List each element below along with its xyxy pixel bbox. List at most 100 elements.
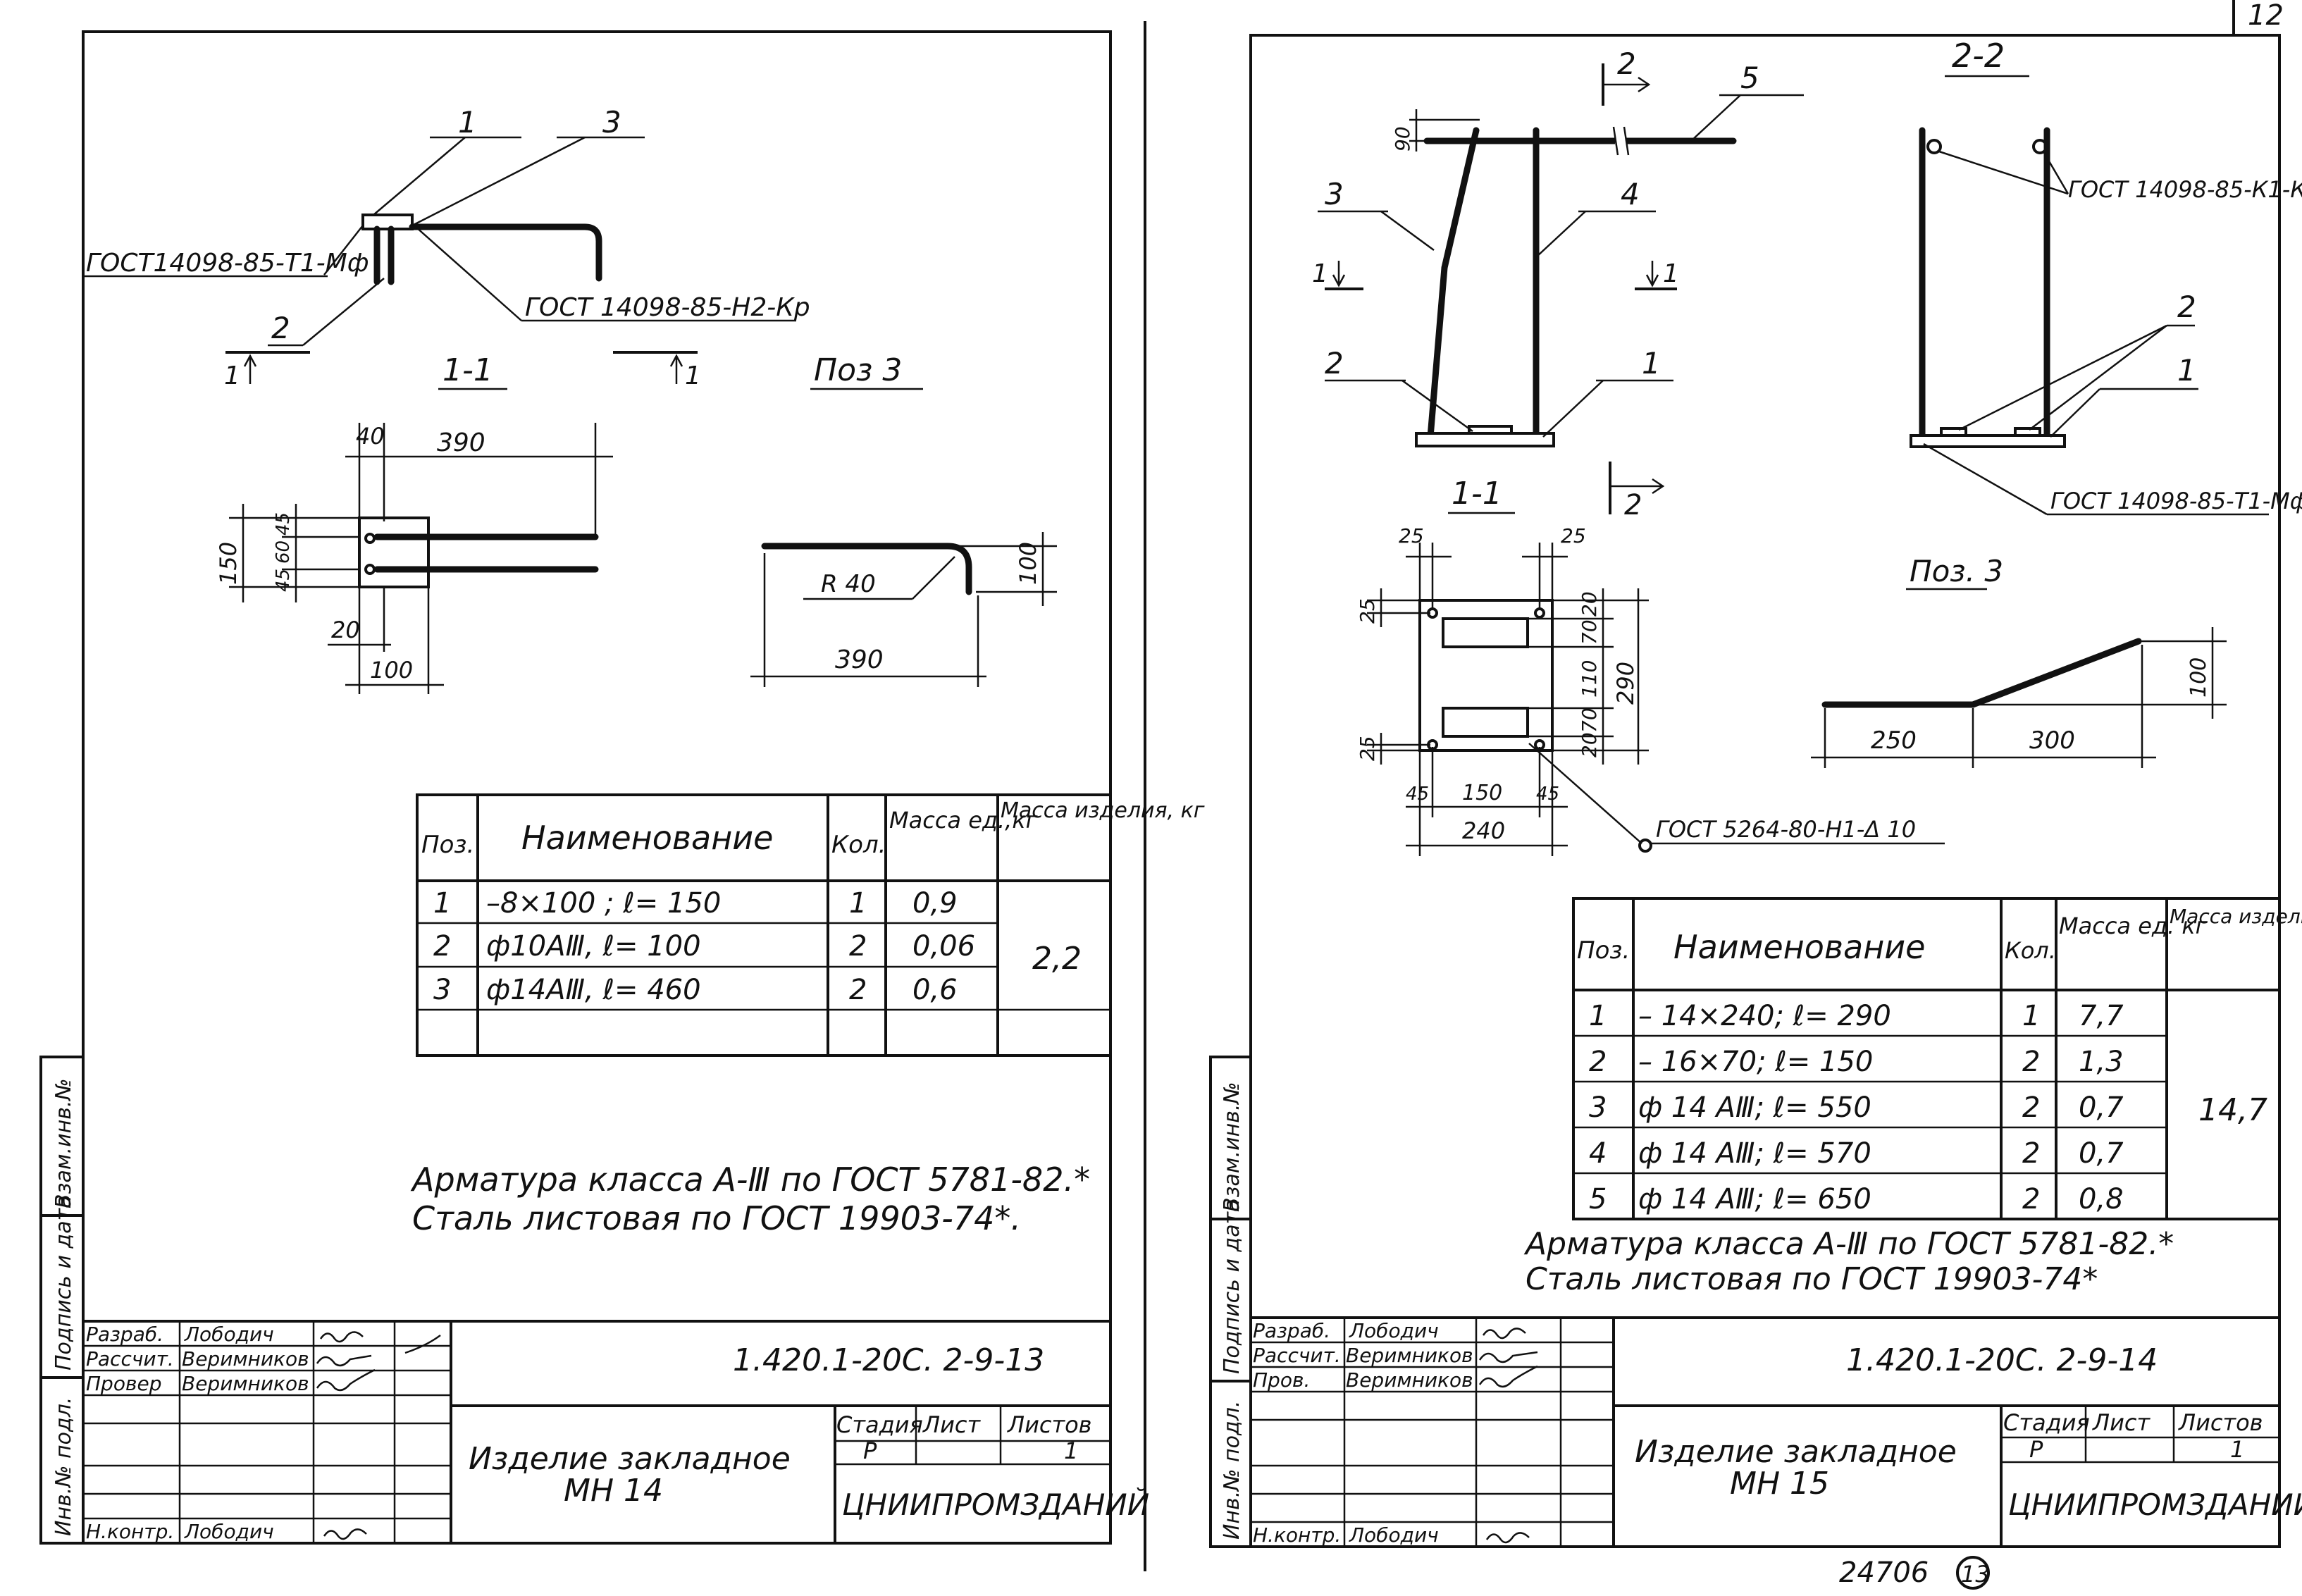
left-sheet: Инв.№ подл. Подпись и дата Взам.инв.№ 1 … [39, 30, 1205, 1545]
right-side-stamp [1209, 1056, 1252, 1548]
left-side-stamp [39, 1056, 85, 1545]
left-th-mass: Масса ед.,кг [889, 807, 1038, 834]
left-note-1: Арматура класса А-Ⅲ по ГОСТ 5781-82.* [410, 1161, 1090, 1199]
right-org: ЦНИИПРОМЗДАНИЙ [2008, 1487, 2302, 1522]
right-stamp-inv: Инв.№ подл. [1220, 1401, 1244, 1540]
right-stamp-replace: Взам.инв.№ [1220, 1082, 1244, 1212]
left-hdr-sheets: Листов [1007, 1411, 1092, 1438]
right-label-pos3: 3 [1325, 177, 1344, 211]
right-stamp-sign: Подпись и дата [1220, 1199, 1244, 1375]
left-name-0: Лободич [184, 1323, 274, 1346]
left-note-2: Сталь листовая по ГОСТ 19903-74*. [412, 1199, 1021, 1237]
left-hdr-sheet: Лист [922, 1411, 981, 1438]
right-label-pos4: 4 [1621, 177, 1640, 211]
table-row: 1 [433, 887, 451, 920]
right-pos3-dim-100: 100 [2186, 657, 2211, 698]
table-row: 0,06 [912, 930, 975, 963]
right-dim-290: 290 [1612, 662, 1639, 705]
left-table-rows: 1 –8×100 ; ℓ= 150 1 0,9 2 ф10АⅢ, ℓ= 100 … [433, 887, 975, 1006]
left-role-2: Провер [86, 1372, 161, 1395]
right-role-2: Пров. [1253, 1368, 1310, 1392]
right-section22-title: 2-2 [1952, 37, 2005, 75]
table-row: – 16×70; ℓ= 150 [1638, 1046, 1873, 1078]
table-row: 4 [1589, 1137, 1607, 1170]
table-row: 2 [2022, 1137, 2040, 1170]
table-row: 0,6 [912, 974, 958, 1006]
right-hdr-stage: Стадия [2003, 1409, 2090, 1436]
right-signatures [1478, 1328, 1538, 1544]
right-note-2: Сталь листовая по ГОСТ 19903-74* [1526, 1261, 2098, 1297]
left-role-6: Н.контр. [86, 1520, 174, 1543]
left-name-6: Лободич [184, 1520, 274, 1543]
table-row: 1 [849, 887, 867, 920]
right-cut1-right: 1 [1663, 259, 1679, 288]
left-stage: Р [863, 1437, 877, 1464]
table-row: 1,3 [2079, 1046, 2124, 1078]
right-gost-plan: ГОСТ 5264-80-Н1-Δ 10 [1656, 816, 1916, 843]
left-dim-40: 40 [356, 423, 385, 450]
left-name-1: Веримников [182, 1347, 309, 1371]
table-row: 7,7 [2079, 1000, 2124, 1032]
right-role-1: Рассчит. [1253, 1344, 1341, 1367]
right-dim-90: 90 [1391, 126, 1414, 151]
left-th-qty: Кол. [831, 831, 886, 859]
left-dim-390: 390 [437, 428, 485, 457]
right-doc-code: 1.420.1-20С. 2-9-14 [1846, 1342, 2158, 1378]
right-label-pos5: 5 [1740, 61, 1759, 95]
table-row: 0,7 [2079, 1091, 2124, 1124]
left-section-mark-l: 1 [224, 361, 240, 390]
right-dim-240: 240 [1462, 817, 1505, 844]
table-row: 2 [2022, 1046, 2040, 1078]
table-row: ф 14 АⅢ; ℓ= 650 [1638, 1183, 1871, 1215]
right-pos3-detail: Поз. 3 100 250 300 [1811, 554, 2227, 768]
right-role-0: Разраб. [1253, 1319, 1330, 1342]
left-plan-view: 40 390 150 45 60 45 20 100 [215, 423, 613, 694]
left-th-pos: Поз. [421, 831, 474, 859]
table-row: 3 [1589, 1091, 1607, 1124]
left-dim-45b: 45 [273, 569, 294, 592]
table-row: 2 [433, 930, 451, 963]
left-gost-right: ГОСТ 14098-85-Н2-Кр [525, 293, 810, 322]
left-view-title: 1-1 [443, 352, 493, 388]
left-stamp-inv: Инв.№ подл. [51, 1397, 76, 1536]
right-label-pos1: 1 [1642, 346, 1661, 381]
page-footer-circle-number: 13 [1961, 1561, 1990, 1588]
right-view-title: 1-1 [1452, 476, 1502, 512]
right-dim-25d: 25 [1356, 736, 1379, 761]
right-th-qty: Кол. [2005, 937, 2056, 964]
right-th-pos: Поз. [1577, 936, 1630, 965]
left-doc-code: 1.420.1-20С. 2-9-13 [733, 1342, 1044, 1378]
right-sheet: Инв.№ подл. Подпись и дата Взам.инв.№ 12… [1209, 0, 2302, 1590]
right-role-6: Н.контр. [1253, 1523, 1341, 1547]
left-dim-20: 20 [331, 617, 360, 643]
table-row: 0,8 [2079, 1183, 2124, 1215]
left-pos3-radius: R 40 [821, 570, 876, 598]
left-stamp-replace: Взам.инв.№ [51, 1078, 76, 1208]
left-item-name-1: Изделие закладное [469, 1441, 791, 1477]
right-name-2: Веримников [1346, 1368, 1473, 1392]
right-cut1-left: 1 [1312, 259, 1328, 288]
right-dim-70a: 70 [1578, 619, 1601, 645]
left-hdr-stage: Стадия [836, 1411, 923, 1438]
table-row: 1 [2022, 1000, 2040, 1032]
right-gost-bottom: ГОСТ 14098-85-Т1-Мф [2050, 488, 2302, 514]
right-dim-150: 150 [1462, 781, 1502, 805]
right-section-2-2: 2-2 ГОСТ 14098-85-К1-Кт 2 1 ГОСТ 14098-8… [1910, 37, 2302, 516]
right-dim-70b: 70 [1578, 707, 1601, 733]
table-row: ф 14 АⅢ; ℓ= 550 [1638, 1091, 1871, 1124]
right-item-name-1: Изделие закладное [1635, 1434, 1957, 1470]
right-dim-20a: 20 [1578, 591, 1601, 617]
left-stamp-sign: Подпись и дата [51, 1196, 76, 1371]
left-label-pos1: 1 [458, 105, 477, 140]
table-row: –8×100 ; ℓ= 150 [486, 887, 721, 920]
right-s2-pos2: 2 [2177, 290, 2196, 324]
right-sheets: 1 [2230, 1436, 2244, 1463]
table-row: ф14АⅢ, ℓ= 460 [486, 974, 701, 1006]
right-s2-pos1: 1 [2177, 353, 2196, 388]
right-pos3-dim-300: 300 [2029, 726, 2075, 755]
right-label-pos2: 2 [1325, 346, 1344, 381]
right-table-rows: 1 – 14×240; ℓ= 290 1 7,7 2 – 16×70; ℓ= 1… [1589, 1000, 2124, 1215]
left-org: ЦНИИПРОМЗДАНИЙ [842, 1487, 1149, 1522]
right-elevation-view: 90 2 5 3 4 1 1 2 [1312, 47, 1804, 521]
